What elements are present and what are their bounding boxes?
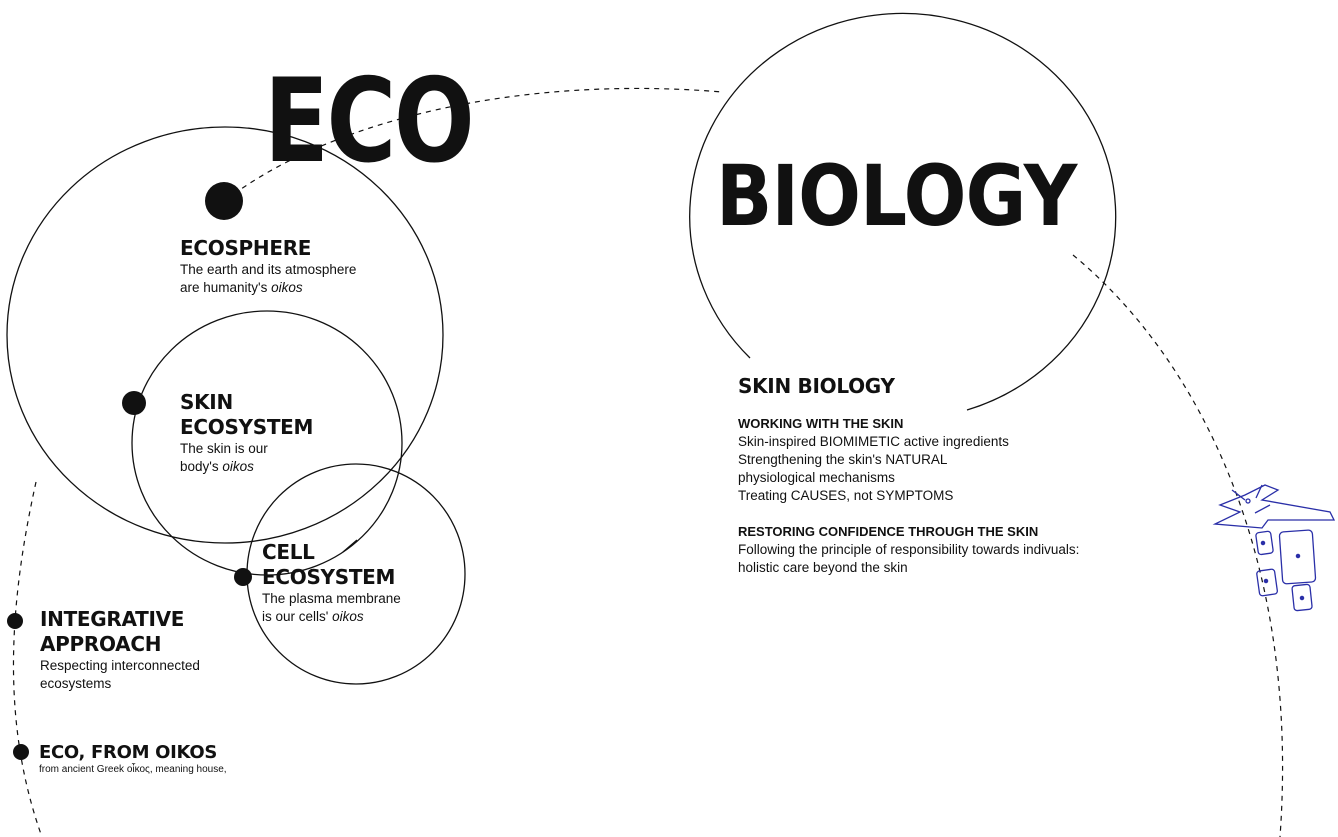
cell-ecosystem-oikos: oikos: [332, 609, 364, 624]
skin-ecosystem-heading-1: SKIN: [180, 390, 233, 414]
ecosphere-line2: are humanity's oikos: [180, 280, 303, 295]
skin-ecosystem-block: SKIN ECOSYSTEM The skin is our body's oi…: [180, 390, 313, 476]
skin-biology-heading: SKIN BIOLOGY: [738, 374, 895, 398]
skin-ecosystem-oikos: oikos: [222, 459, 254, 474]
skin-ecosystem-line2: body's oikos: [180, 459, 254, 474]
ecosphere-heading: ECOSPHERE: [180, 236, 312, 260]
skin-ecosystem-circle: [131, 310, 403, 576]
eco-title: ECO: [264, 54, 475, 189]
oikos-heading: ECO, FROM OIKOS: [39, 742, 218, 763]
oikos-dot: [13, 744, 29, 760]
eco-biology-dashed-arc: [225, 87, 723, 201]
ecosphere-dot: [205, 182, 243, 220]
integrative-line2: ecosystems: [40, 676, 112, 691]
cell-cluster-icon: [1212, 484, 1336, 612]
biology-title: BIOLOGY: [716, 147, 1077, 245]
cell-ecosystem-dot: [234, 568, 252, 586]
skin-biology-block: SKIN BIOLOGY WORKING WITH THE SKIN Skin-…: [738, 374, 1079, 577]
dash-mark: [342, 539, 358, 553]
right-dashed-arc: [1072, 254, 1284, 837]
skin-bio-s2-line1: Following the principle of responsibilit…: [738, 542, 1080, 557]
cell-ecosystem-line2: is our cells' oikos: [262, 609, 364, 624]
cell-ecosystem-heading-2: ECOSYSTEM: [262, 565, 396, 589]
integrative-dot: [7, 613, 23, 629]
left-dashed-arc: [12, 481, 43, 837]
oikos-block: ECO, FROM OIKOS from ancient Greek οἶκος…: [39, 742, 227, 776]
skin-bio-s2-line2: holistic care beyond the skin: [738, 560, 908, 575]
biology-circle: [689, 12, 1117, 411]
ecosphere-oikos: oikos: [271, 280, 303, 295]
oikos-line1: from ancient Greek οἶκος, meaning house,: [39, 764, 227, 775]
restoring-confidence-title: RESTORING CONFIDENCE THROUGH THE SKIN: [738, 524, 1039, 539]
integrative-line1: Respecting interconnected: [40, 658, 200, 673]
integrative-block: INTEGRATIVE APPROACH Respecting intercon…: [40, 607, 200, 693]
skin-bio-s1-line2: Strengthening the skin's NATURAL: [738, 452, 948, 467]
skin-ecosystem-heading-2: ECOSYSTEM: [180, 415, 314, 439]
working-with-skin-title: WORKING WITH THE SKIN: [738, 416, 904, 431]
integrative-heading-2: APPROACH: [40, 632, 162, 656]
ecosphere-circle: [6, 126, 444, 544]
ecosphere-line1: The earth and its atmosphere: [180, 262, 357, 277]
ecosphere-block: ECOSPHERE The earth and its atmosphere a…: [180, 236, 356, 297]
skin-bio-s1-line3: physiological mechanisms: [738, 470, 895, 485]
skin-bio-s1-line4: Treating CAUSES, not SYMPTOMS: [738, 488, 954, 503]
skin-ecosystem-dot: [122, 391, 146, 415]
skin-bio-s1-line1: Skin-inspired BIOMIMETIC active ingredie…: [738, 434, 1009, 449]
integrative-heading-1: INTEGRATIVE: [40, 607, 185, 631]
skin-ecosystem-line1: The skin is our: [180, 441, 268, 456]
cell-ecosystem-heading-1: CELL: [262, 540, 315, 564]
cell-ecosystem-block: CELL ECOSYSTEM The plasma membrane is ou…: [262, 540, 401, 626]
cell-ecosystem-line1: The plasma membrane: [262, 591, 401, 606]
